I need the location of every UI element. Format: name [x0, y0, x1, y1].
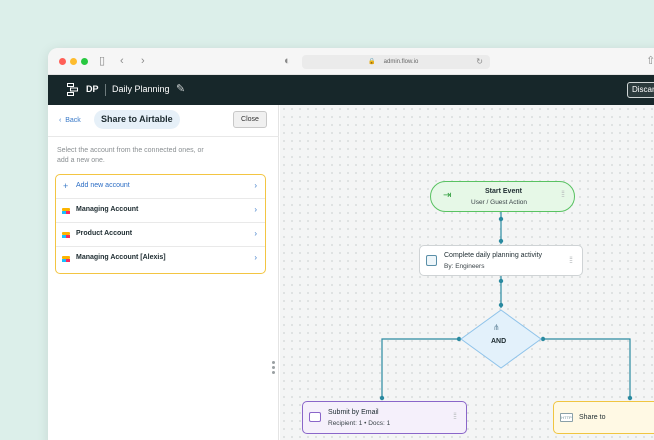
submit-email-node[interactable]: Submit by Email Recipient: 1 • Docs: 1 ⁞…: [302, 401, 467, 434]
lock-icon: 🔒: [368, 59, 376, 65]
add-new-account-item[interactable]: + Add new account ›: [56, 175, 265, 199]
browser-titlebar: ▯ ‹ › ◐ 🔒 admin.flow.io ↻ ⇧: [48, 48, 654, 75]
http-icon: HTTP: [560, 413, 573, 422]
account-label: Product Account: [76, 230, 133, 237]
chevron-left-icon: ‹: [59, 117, 62, 124]
sidebar-toggle-icon[interactable]: ▯: [99, 55, 106, 67]
account-item[interactable]: Managing Account ›: [56, 199, 265, 223]
panel-description: Select the account from the connected on…: [57, 147, 204, 164]
url-text: admin.flow.io: [383, 59, 419, 65]
email-subtitle: Recipient: 1 • Docs: 1: [328, 420, 391, 427]
airtable-icon: [62, 208, 70, 214]
user-task-icon: [426, 255, 437, 266]
chevron-right-icon: ›: [254, 205, 257, 214]
airtable-icon: [62, 232, 70, 238]
airtable-icon: [62, 256, 70, 262]
project-code: DP: [86, 84, 99, 94]
drag-handle-icon[interactable]: ⁞⁞: [452, 411, 457, 421]
chevron-right-icon: ›: [254, 229, 257, 238]
flow-canvas[interactable]: ⇥ Start Event User / Guest Action ⁞⁞ Com…: [280, 105, 654, 440]
drag-handle-icon[interactable]: ⁞⁞: [560, 189, 565, 199]
task-subtitle: By: Engineers: [444, 263, 485, 270]
back-link[interactable]: ‹ Back: [59, 117, 81, 124]
minimize-window-button[interactable]: [70, 58, 77, 65]
email-title: Submit by Email: [328, 409, 379, 416]
app-logo-icon: [67, 83, 78, 96]
app-header: DP Daily Planning ✎ Discard: [48, 75, 654, 105]
discard-button[interactable]: Discard: [627, 82, 654, 98]
task-node[interactable]: Complete daily planning activity By: Eng…: [419, 245, 583, 276]
divider: [48, 136, 279, 137]
panel-title: Share to Airtable: [94, 110, 180, 129]
start-event-node[interactable]: ⇥ Start Event User / Guest Action ⁞⁞: [430, 181, 575, 212]
account-label: Managing Account [Alexis]: [76, 254, 166, 261]
account-item[interactable]: Product Account ›: [56, 223, 265, 247]
share-panel: ‹ Back Share to Airtable Close Select th…: [48, 105, 279, 440]
plus-icon: +: [63, 181, 69, 191]
task-title: Complete daily planning activity: [444, 252, 543, 259]
enter-icon: ⇥: [443, 190, 452, 201]
gateway-icon: ⋔: [493, 323, 500, 332]
edit-pencil-icon[interactable]: ✎: [176, 83, 186, 95]
start-event-subtitle: User / Guest Action: [471, 199, 527, 206]
zoom-window-button[interactable]: [81, 58, 88, 65]
account-list: + Add new account › Managing Account ›: [55, 174, 266, 274]
connector-gateway-email: [381, 338, 459, 400]
shield-icon[interactable]: ◐: [284, 55, 291, 67]
back-arrow-icon[interactable]: ‹: [120, 55, 124, 67]
share-title: Share to: [579, 414, 606, 421]
and-gateway-node: [460, 309, 542, 369]
panel-resize-handle[interactable]: [272, 361, 276, 376]
email-icon: [309, 412, 321, 422]
project-name: Daily Planning: [112, 84, 170, 94]
share-icon[interactable]: ⇧: [646, 55, 654, 67]
chevron-right-icon: ›: [254, 181, 257, 190]
browser-window: ▯ ‹ › ◐ 🔒 admin.flow.io ↻ ⇧ DP Daily Pla…: [48, 48, 654, 440]
connector-gateway-share: [543, 338, 631, 400]
start-event-title: Start Event: [485, 188, 522, 195]
header-divider: [105, 84, 106, 96]
drag-handle-icon[interactable]: ⁞⁞: [568, 255, 573, 265]
back-label: Back: [65, 117, 81, 124]
account-label: Add new account: [76, 182, 130, 189]
share-node[interactable]: HTTP Share to: [553, 401, 654, 434]
reload-icon[interactable]: ↻: [476, 57, 483, 66]
close-button[interactable]: Close: [233, 111, 267, 128]
flow-connectors: [379, 212, 633, 401]
account-label: Managing Account: [76, 206, 139, 213]
account-item[interactable]: Managing Account [Alexis] ›: [56, 247, 265, 271]
url-bar[interactable]: 🔒 admin.flow.io ↻: [302, 55, 490, 69]
chevron-right-icon: ›: [254, 253, 257, 262]
gateway-label: AND: [491, 338, 507, 345]
close-window-button[interactable]: [59, 58, 66, 65]
forward-arrow-icon[interactable]: ›: [141, 55, 145, 67]
